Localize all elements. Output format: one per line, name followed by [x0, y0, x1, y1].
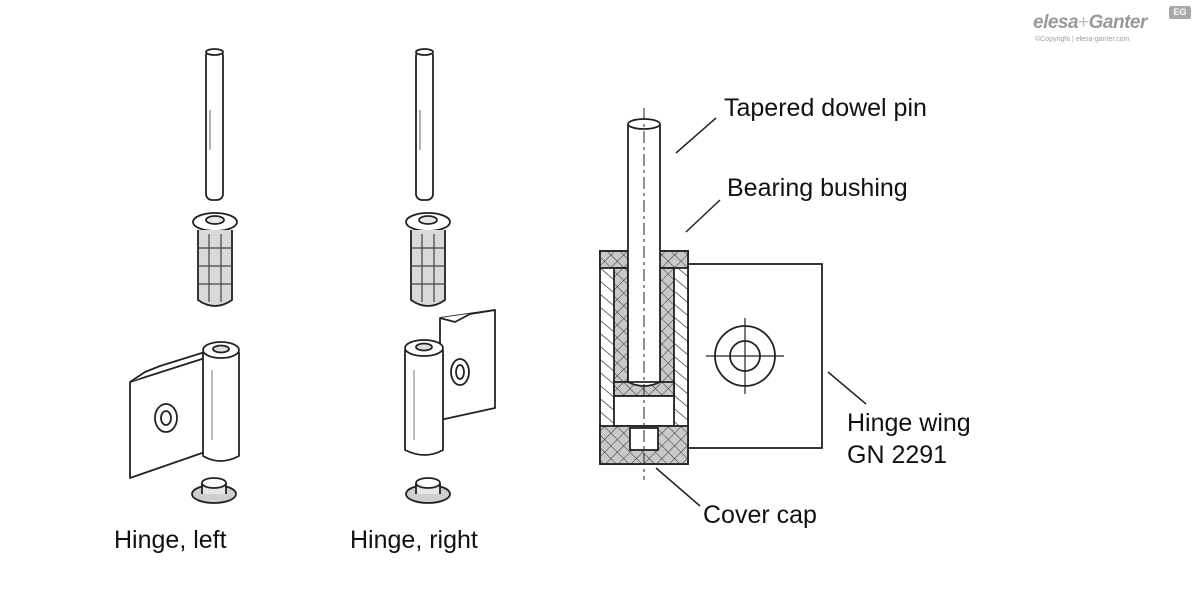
- callout-hinge-wing: Hinge wing: [847, 409, 971, 437]
- brand-elesa: elesa: [1033, 12, 1079, 33]
- dowel-pin-icon: [415, 48, 434, 201]
- caption-hinge-left: Hinge, left: [114, 526, 227, 554]
- callout-cover-cap: Cover cap: [703, 501, 817, 529]
- hinge-right-assembly: [404, 48, 496, 504]
- callout-tapered-dowel-pin: Tapered dowel pin: [724, 94, 927, 122]
- brand-logo[interactable]: elesa+Ganter EG ©Copyright | elesa-gante…: [1033, 6, 1193, 46]
- brand-badge: EG: [1169, 6, 1191, 19]
- bearing-bushing-icon: [192, 212, 238, 307]
- hinge-wing-icon: [404, 309, 496, 456]
- cross-section-icon: [599, 108, 823, 480]
- bearing-bushing-icon: [405, 212, 451, 307]
- callout-bearing-bushing: Bearing bushing: [727, 174, 908, 202]
- callout-leaders: [655, 117, 867, 507]
- mounting-hole: [706, 318, 784, 394]
- caption-hinge-right: Hinge, right: [350, 526, 478, 554]
- callout-hinge-wing-code: GN 2291: [847, 441, 948, 469]
- hinge-wing-icon: [129, 341, 240, 479]
- cover-cap-icon: [405, 477, 451, 504]
- brand-wordmark: elesa+Ganter: [1033, 12, 1147, 34]
- cover-cap-icon: [191, 477, 237, 504]
- copyright-text: ©Copyright | elesa-ganter.com: [1035, 36, 1130, 43]
- dowel-pin-icon: [205, 48, 224, 201]
- brand-plus: +: [1078, 12, 1089, 33]
- hinge-left-assembly: [129, 48, 240, 504]
- brand-ganter: Ganter: [1088, 12, 1148, 33]
